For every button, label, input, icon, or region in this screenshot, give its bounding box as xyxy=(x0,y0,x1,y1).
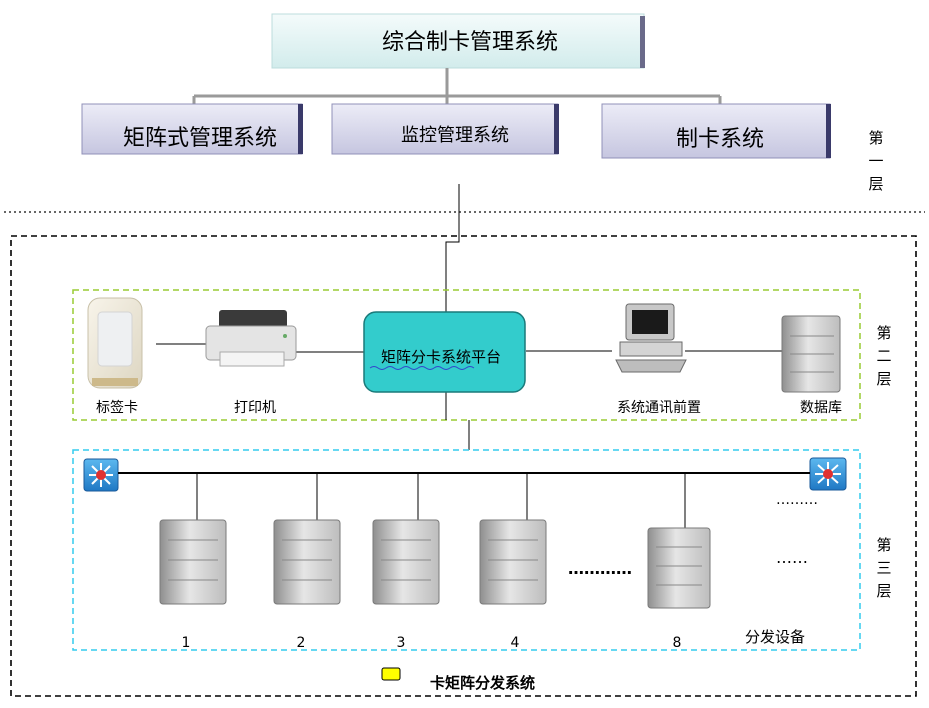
layer1-char-1: 第 xyxy=(868,129,883,147)
outer-system-boundary xyxy=(10,235,917,697)
sub-system-cardmaking-node: 制卡系统 xyxy=(601,103,831,159)
ellipsis-upper: ……… xyxy=(776,492,818,508)
tag-card-label: 标签卡 xyxy=(96,399,138,416)
layer1-char-3: 层 xyxy=(868,175,883,193)
uplink-connector xyxy=(445,184,460,312)
server-icon-4 xyxy=(479,519,547,605)
sub-system-label-matrix: 矩阵式管理系统 xyxy=(123,126,277,151)
layer3-char-1: 第 xyxy=(876,536,891,554)
server-label-1: 1 xyxy=(182,635,191,651)
ellipsis-side: …… xyxy=(776,548,808,567)
layer1-char-2: 一 xyxy=(868,152,883,170)
layer2-char-2: 二 xyxy=(876,347,891,365)
tag-card-icon xyxy=(87,297,143,389)
main-system-node: 综合制卡管理系统 xyxy=(271,13,645,69)
switch-icon-right xyxy=(809,457,847,491)
printer-label: 打印机 xyxy=(234,399,276,416)
server-label-3: 3 xyxy=(397,635,406,651)
sub-system-monitor-node: 监控管理系统 xyxy=(331,103,559,155)
server-icon-1 xyxy=(159,519,227,605)
server-icon-2 xyxy=(273,519,341,605)
server-label-8: 8 xyxy=(673,635,682,651)
sub-system-matrix-node: 矩阵式管理系统 xyxy=(81,103,303,155)
layer3-boundary xyxy=(72,449,861,651)
hierarchy-connectors xyxy=(192,68,722,104)
server-label-2: 2 xyxy=(297,635,306,651)
database-label: 数据库 xyxy=(800,400,842,416)
main-system-label: 综合制卡管理系统 xyxy=(382,30,558,55)
distribution-devices-label: 分发设备 xyxy=(745,628,805,646)
servers-ellipsis: ………… xyxy=(568,559,632,578)
computer-icon xyxy=(615,303,687,373)
database-server-icon xyxy=(781,315,841,393)
switch-icon-left xyxy=(83,458,119,492)
platform-label: 矩阵分卡系统平台 xyxy=(381,348,501,366)
server-icon-3 xyxy=(372,519,440,605)
layer1-label: 第 一 层 xyxy=(868,129,883,193)
layer2-char-3: 层 xyxy=(876,370,891,388)
legend-swatch xyxy=(381,667,401,681)
layer2-char-1: 第 xyxy=(876,324,891,342)
matrix-platform-node: 矩阵分卡系统平台 xyxy=(363,311,526,393)
layer3-char-3: 层 xyxy=(876,582,891,600)
layer3-char-2: 三 xyxy=(876,559,891,577)
layer2-label: 第 二 层 xyxy=(876,324,891,388)
spellcheck-underline xyxy=(369,366,475,370)
printer-icon xyxy=(205,310,297,367)
layer2-boundary xyxy=(72,289,861,421)
bus-drops xyxy=(196,473,686,528)
server-label-4: 4 xyxy=(511,635,520,651)
layer2-connectors xyxy=(156,343,782,450)
legend: 卡矩阵分发系统 xyxy=(381,667,535,692)
comm-frontend-label: 系统通讯前置 xyxy=(617,399,701,416)
layer3-label: 第 三 层 xyxy=(876,536,891,600)
sub-system-label-cardmaking: 制卡系统 xyxy=(676,127,764,152)
legend-label: 卡矩阵分发系统 xyxy=(430,674,535,692)
server-icon-8 xyxy=(647,527,711,609)
sub-system-label-monitor: 监控管理系统 xyxy=(401,125,509,146)
